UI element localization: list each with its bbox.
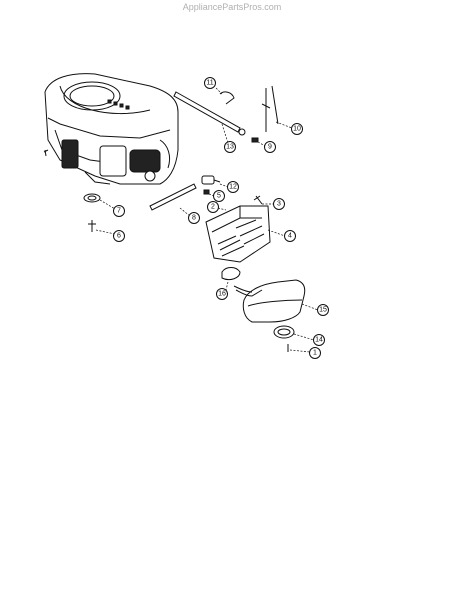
part-12-fitting: [201, 175, 239, 193]
callout-1: 1: [313, 350, 317, 357]
callout-12: 12: [229, 184, 237, 191]
callout-16: 16: [218, 291, 226, 298]
callout-13: 13: [226, 144, 234, 151]
callout-8: 8: [192, 215, 196, 222]
callout-6: 6: [117, 233, 121, 240]
part-4-heat-shield: [205, 205, 296, 263]
part-1-screw: [287, 344, 321, 359]
part-2-washer: [207, 201, 227, 213]
part-3-screw: [253, 195, 285, 210]
part-16-gasket: [216, 267, 241, 300]
callout-11: 11: [206, 80, 213, 87]
callout-5: 5: [217, 193, 221, 200]
callout-4: 4: [288, 233, 292, 240]
callout-3: 3: [277, 201, 281, 208]
part-14-clamp: [273, 325, 325, 346]
part-10-ties: [261, 85, 303, 135]
part-7-gasket: [83, 193, 125, 217]
callout-7: 7: [117, 208, 121, 215]
callout-15: 15: [319, 307, 327, 314]
part-6-bolt: [88, 220, 125, 242]
part-9-fitting: [251, 137, 276, 153]
part-11-clip: [204, 77, 235, 105]
engine-illustration: [43, 73, 179, 185]
part-13-rod: [173, 91, 246, 153]
part-8-stud: [149, 183, 200, 224]
watermark: AppliancePartsPros.com: [182, 2, 282, 12]
callout-9: 9: [268, 144, 272, 151]
callout-2: 2: [211, 204, 215, 211]
callout-10: 10: [293, 126, 301, 133]
part-5-nut: [203, 189, 225, 202]
callout-14: 14: [315, 337, 323, 344]
part-15-muffler: [233, 279, 329, 323]
